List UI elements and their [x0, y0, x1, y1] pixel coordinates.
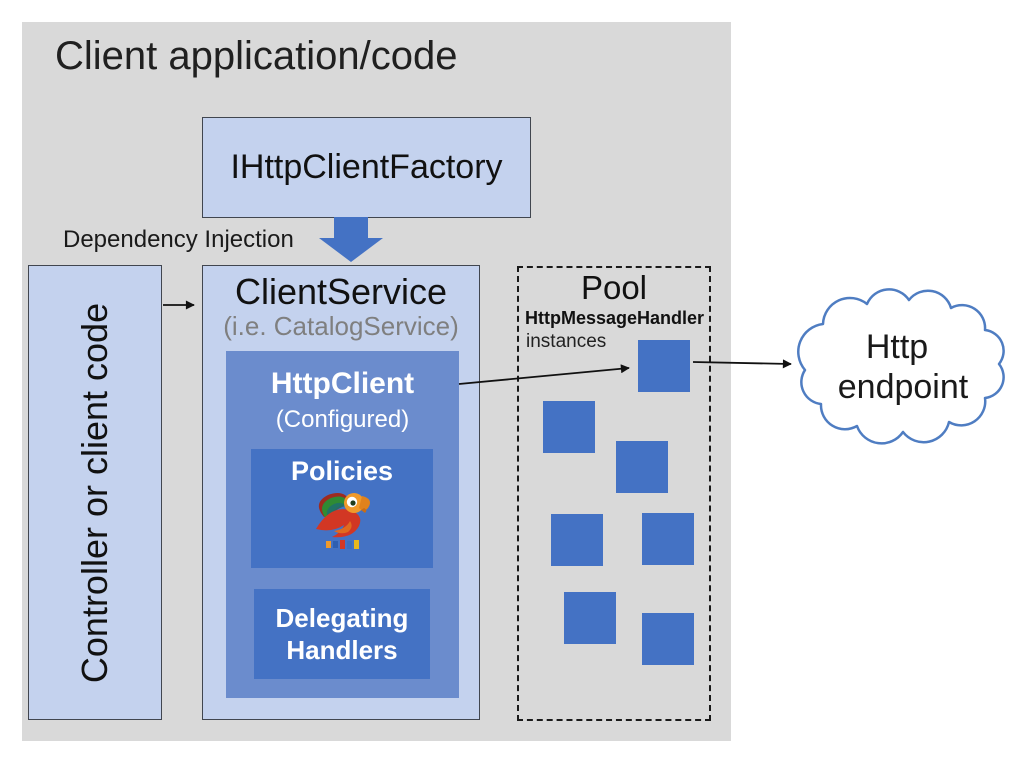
pool-box: Pool HttpMessageHandler instances	[517, 266, 711, 721]
httpclient-title: HttpClient	[270, 367, 415, 400]
client-application-title: Client application/code	[55, 34, 458, 78]
http-endpoint-cloud: Http endpoint	[793, 286, 1013, 448]
clientservice-title: ClientService	[234, 271, 448, 312]
policies-box: Policies	[251, 449, 433, 568]
handler-instance-square	[642, 613, 694, 665]
pool-subtitle-handler: HttpMessageHandler	[525, 308, 705, 329]
clientservice-box: ClientService (i.e. CatalogService) Http…	[202, 265, 480, 720]
pool-title: Pool	[580, 269, 648, 306]
httpclient-subtitle: (Configured)	[275, 406, 410, 433]
polly-parrot-logo	[316, 492, 370, 549]
clientservice-subtitle: (i.e. CatalogService)	[223, 310, 459, 341]
handler-instance-square	[642, 513, 694, 565]
cloud-shape-icon: Http endpoint	[797, 288, 1005, 445]
policies-label: Policies	[290, 456, 394, 486]
ihttpclientfactory-box: IHttpClientFactory	[202, 117, 531, 218]
dependency-injection-label: Dependency Injection	[63, 226, 294, 253]
controller-label: Controller or client code	[74, 302, 115, 683]
handler-instance-square	[551, 514, 603, 566]
handler-instance-square	[638, 340, 690, 392]
controller-box: Controller or client code	[28, 265, 162, 720]
cloud-label-line2: endpoint	[838, 368, 969, 406]
delegating-handlers-box: Delegating Handlers	[254, 589, 430, 679]
cloud-label-line1: Http	[866, 328, 928, 366]
pool-subtitle-instances: instances	[526, 331, 607, 353]
httpclient-box: HttpClient (Configured) Policies	[226, 351, 459, 698]
handler-instance-square	[543, 401, 595, 453]
handler-instance-square	[616, 441, 668, 493]
handler-instance-square	[564, 592, 616, 644]
ihttpclientfactory-label: IHttpClientFactory	[230, 148, 503, 186]
delegating-handlers-label: Delegating Handlers	[275, 602, 409, 666]
